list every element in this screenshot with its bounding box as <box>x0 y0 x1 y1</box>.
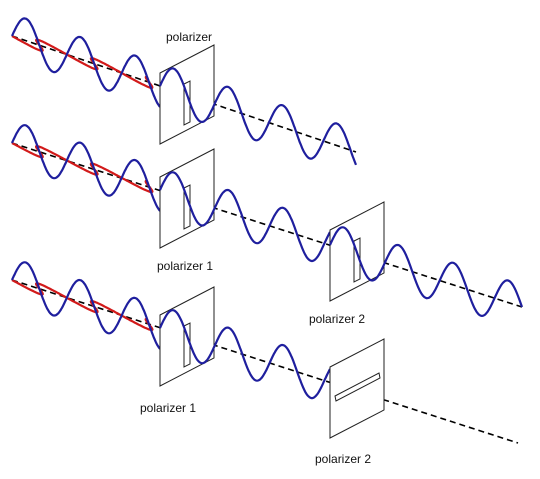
horizontal-slit <box>334 372 381 402</box>
row-single-polarizer <box>11 17 358 166</box>
row-two-parallel-polarizers <box>10 124 524 318</box>
vertical-wave-transmitted <box>158 67 358 166</box>
label-polarizer-1: polarizer 1 <box>140 401 197 415</box>
vertical-wave-between <box>158 309 331 400</box>
vertical-wave-between <box>158 171 331 263</box>
vertical-wave-incoming <box>11 17 161 108</box>
label-polarizer: polarizer <box>166 30 213 44</box>
propagation-axis <box>11 142 523 308</box>
propagation-axis <box>11 279 519 444</box>
label-polarizer-1: polarizer 1 <box>157 259 214 273</box>
label-polarizer-2: polarizer 2 <box>315 452 372 466</box>
vertical-wave-transmitted <box>328 226 524 318</box>
label-polarizer-2: polarizer 2 <box>309 312 366 326</box>
vertical-wave-incoming <box>10 124 161 212</box>
vertical-wave-incoming <box>10 261 161 350</box>
row-crossed-polarizers <box>10 261 519 444</box>
